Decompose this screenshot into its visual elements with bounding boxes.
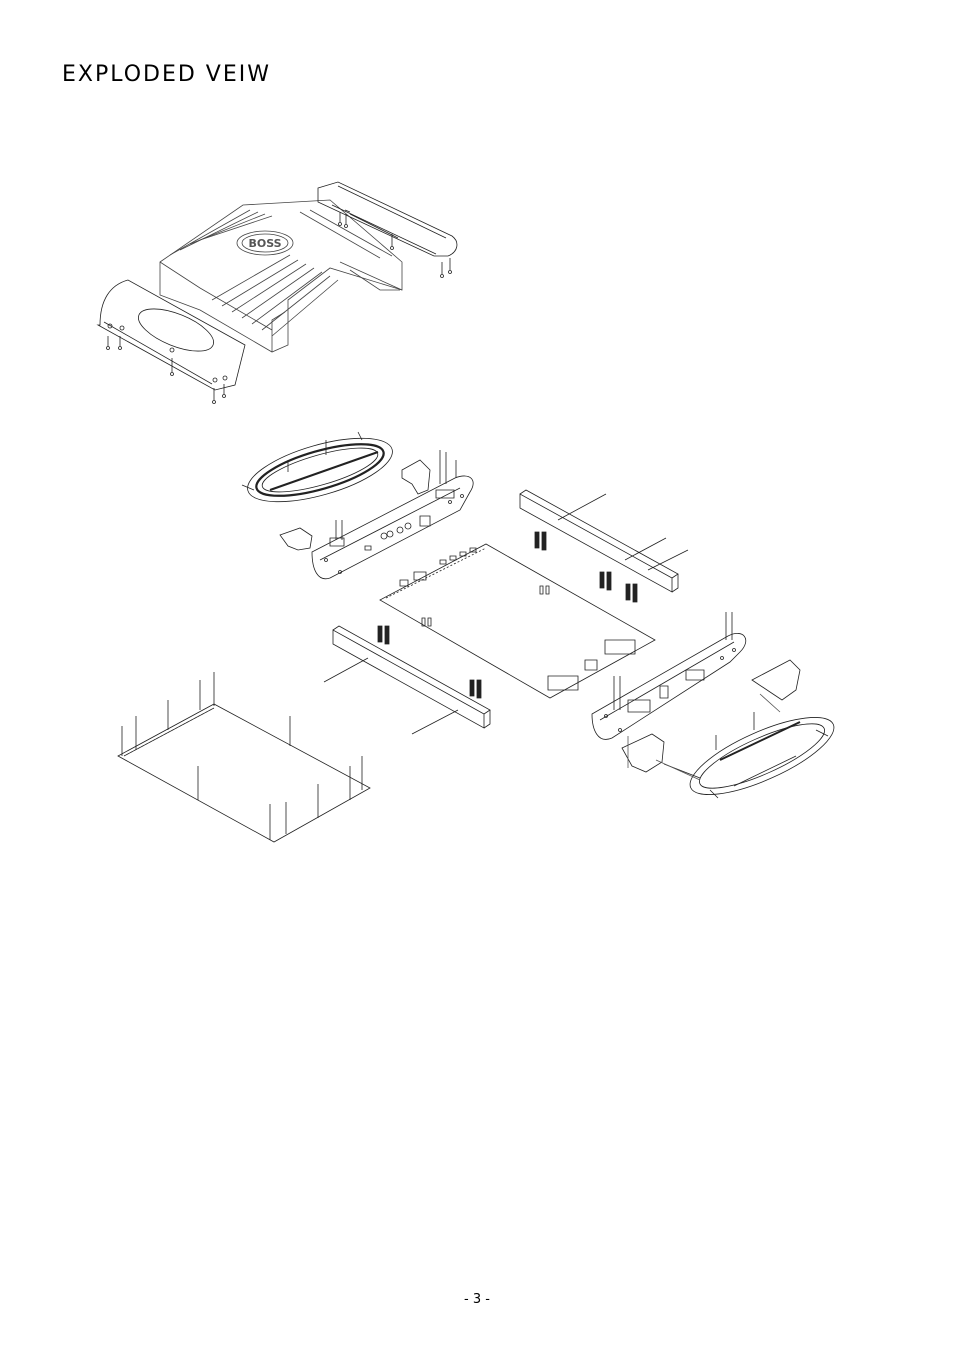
right-side-rail [520,490,688,602]
logo-text: BOSS [248,237,281,250]
bottom-plate [118,672,370,842]
front-end-cap [98,280,245,404]
rear-end-cap [318,182,457,278]
right-end-panel [592,612,746,739]
screw-group [107,336,226,404]
circuit-board [380,544,655,698]
top-heatsink-cover: BOSS [160,200,402,352]
component-row [400,548,635,690]
left-corner-bracket-top [402,450,456,494]
screw-group [122,672,362,840]
left-oval-trim [241,425,399,514]
leader-lines [628,694,780,780]
right-corner-bracket-top [752,660,800,700]
left-side-rail [324,626,490,734]
right-oval-trim [681,702,843,809]
left-corner-bracket-bottom [280,520,342,550]
page-number: - 3 - [0,1292,954,1307]
right-corner-bracket-bottom [622,734,700,778]
